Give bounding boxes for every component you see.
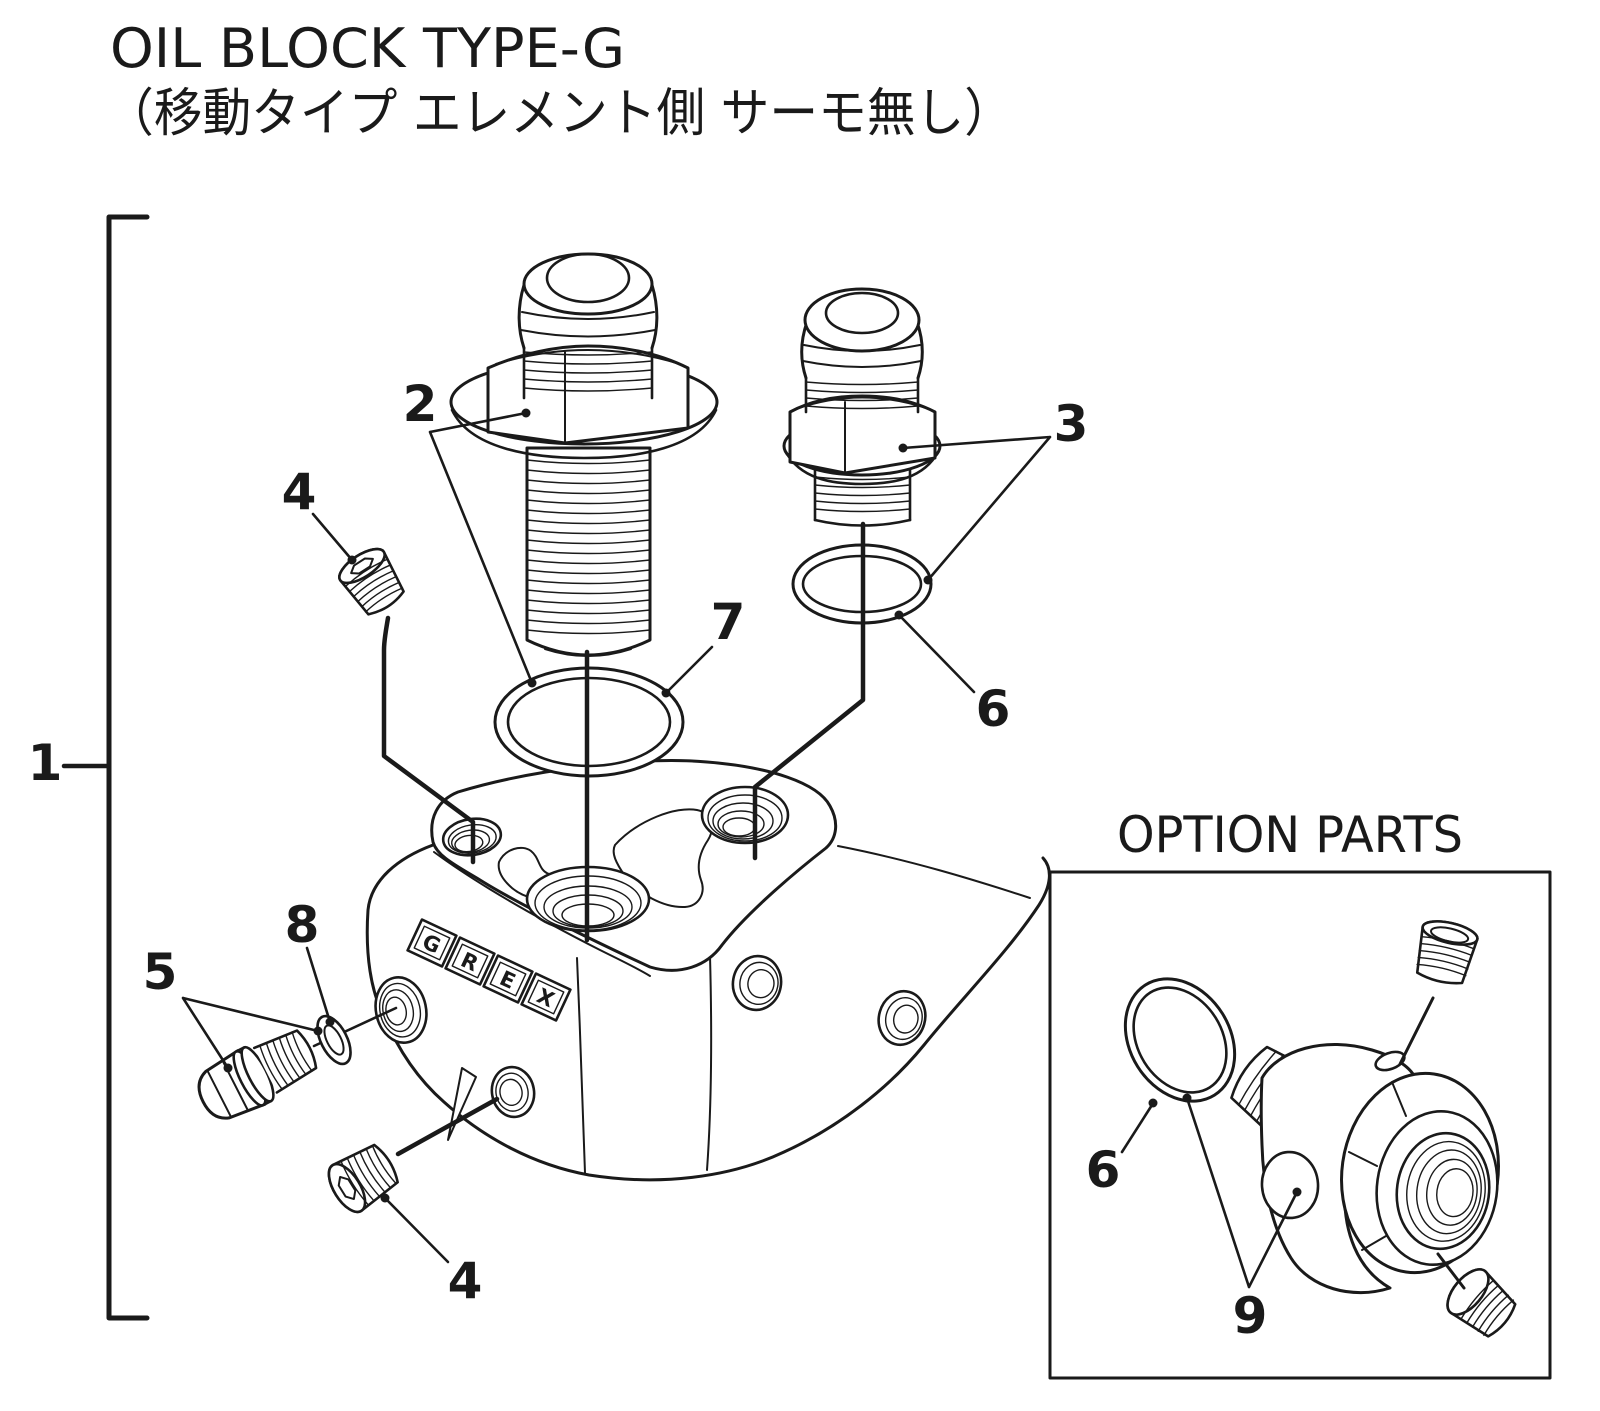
callout-3: 3 xyxy=(1054,395,1089,453)
page-title: OIL BLOCK TYPE-G xyxy=(110,17,625,80)
option-leader-dots xyxy=(1148,1093,1302,1197)
option-top-plug xyxy=(1415,920,1479,985)
assembly-lines xyxy=(381,521,866,1157)
part-3-an-fitting xyxy=(782,287,942,527)
page-subtitle-jp: （移動タイプ エレメント側 サーモ無し） xyxy=(105,84,1013,144)
grex-logo: G R E X xyxy=(406,918,572,1022)
option-callout-6: 6 xyxy=(1086,1141,1121,1199)
washer-8 xyxy=(316,1014,352,1066)
leader-lines xyxy=(181,411,1052,1264)
callout-2: 2 xyxy=(403,375,438,433)
flange-hole-right xyxy=(700,785,790,845)
option-bottom-plug xyxy=(1446,1268,1517,1338)
callout-5: 5 xyxy=(143,943,178,1001)
option-box xyxy=(1048,870,1552,1380)
oil-block-body: G R E X xyxy=(365,759,1051,1182)
callout-7: 7 xyxy=(711,593,746,651)
part-5-hex-plug xyxy=(197,1006,398,1120)
option-panel xyxy=(1048,870,1552,1380)
part-4-lower-plug xyxy=(327,1143,399,1214)
leader-dots xyxy=(223,408,933,1203)
callout-1: 1 xyxy=(28,734,63,792)
option-adapter xyxy=(1230,1043,1500,1295)
option-oring xyxy=(1123,977,1237,1103)
callout-6: 6 xyxy=(976,680,1011,738)
option-front-port xyxy=(1260,1150,1320,1220)
option-assembly-lines xyxy=(1398,996,1466,1290)
right-port xyxy=(877,989,927,1047)
part-4-upper-plug xyxy=(338,547,405,616)
option-title: OPTION PARTS xyxy=(1117,806,1463,864)
callout-4-upper: 4 xyxy=(282,463,317,521)
callout-4-lower: 4 xyxy=(448,1252,483,1310)
callout-8: 8 xyxy=(285,896,320,954)
option-callout-9: 9 xyxy=(1233,1287,1268,1345)
lower-left-port xyxy=(490,1065,536,1119)
mid-port xyxy=(731,954,783,1012)
part-2-long-nipple xyxy=(449,252,719,657)
option-leader-lines xyxy=(1120,1096,1299,1289)
kit-bracket xyxy=(61,214,150,1321)
